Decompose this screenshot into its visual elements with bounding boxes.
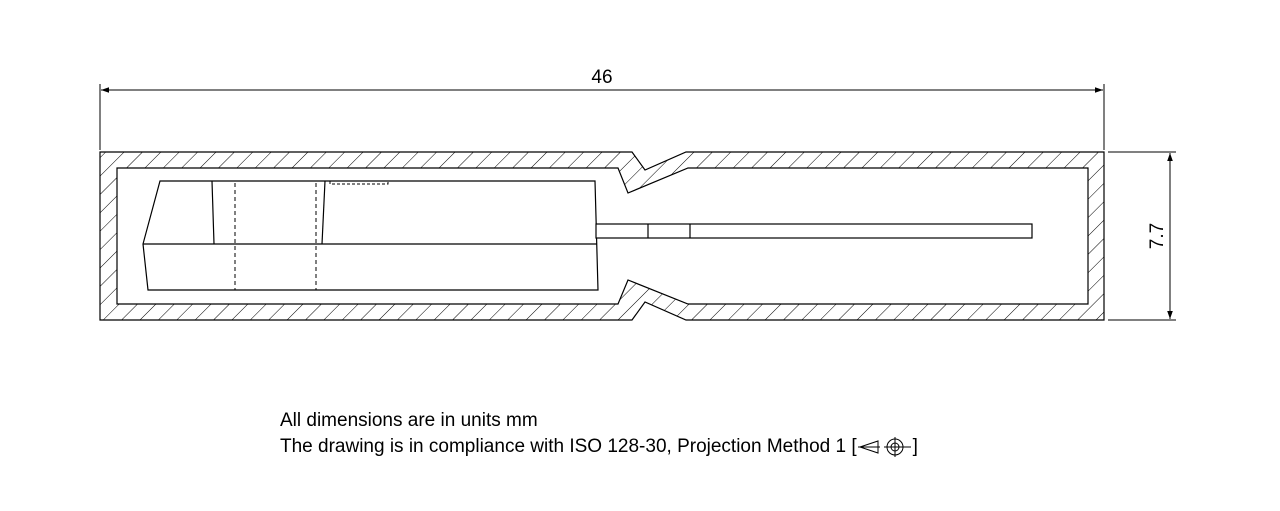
contact-step-line-2 [321, 180, 326, 245]
drawing-notes: All dimensions are in units mm The drawi… [280, 408, 918, 460]
contact-step-line [211, 180, 215, 245]
first-angle-projection-icon [857, 437, 911, 457]
technical-drawing: 46 7.7 [99, 67, 1176, 321]
projection-note: The drawing is in compliance with ISO 12… [280, 434, 918, 460]
dimension-label-length: 46 [591, 67, 612, 88]
projection-note-prefix: The drawing is in compliance with ISO 12… [280, 436, 857, 457]
contact-body [142, 180, 599, 291]
dimension-label-height: 7.7 [1147, 223, 1168, 249]
projection-note-suffix: ] [912, 436, 918, 457]
units-note: All dimensions are in units mm [280, 410, 538, 431]
contact-pin [595, 223, 1033, 239]
housing-wall [99, 151, 1105, 321]
hidden-line [329, 181, 389, 185]
